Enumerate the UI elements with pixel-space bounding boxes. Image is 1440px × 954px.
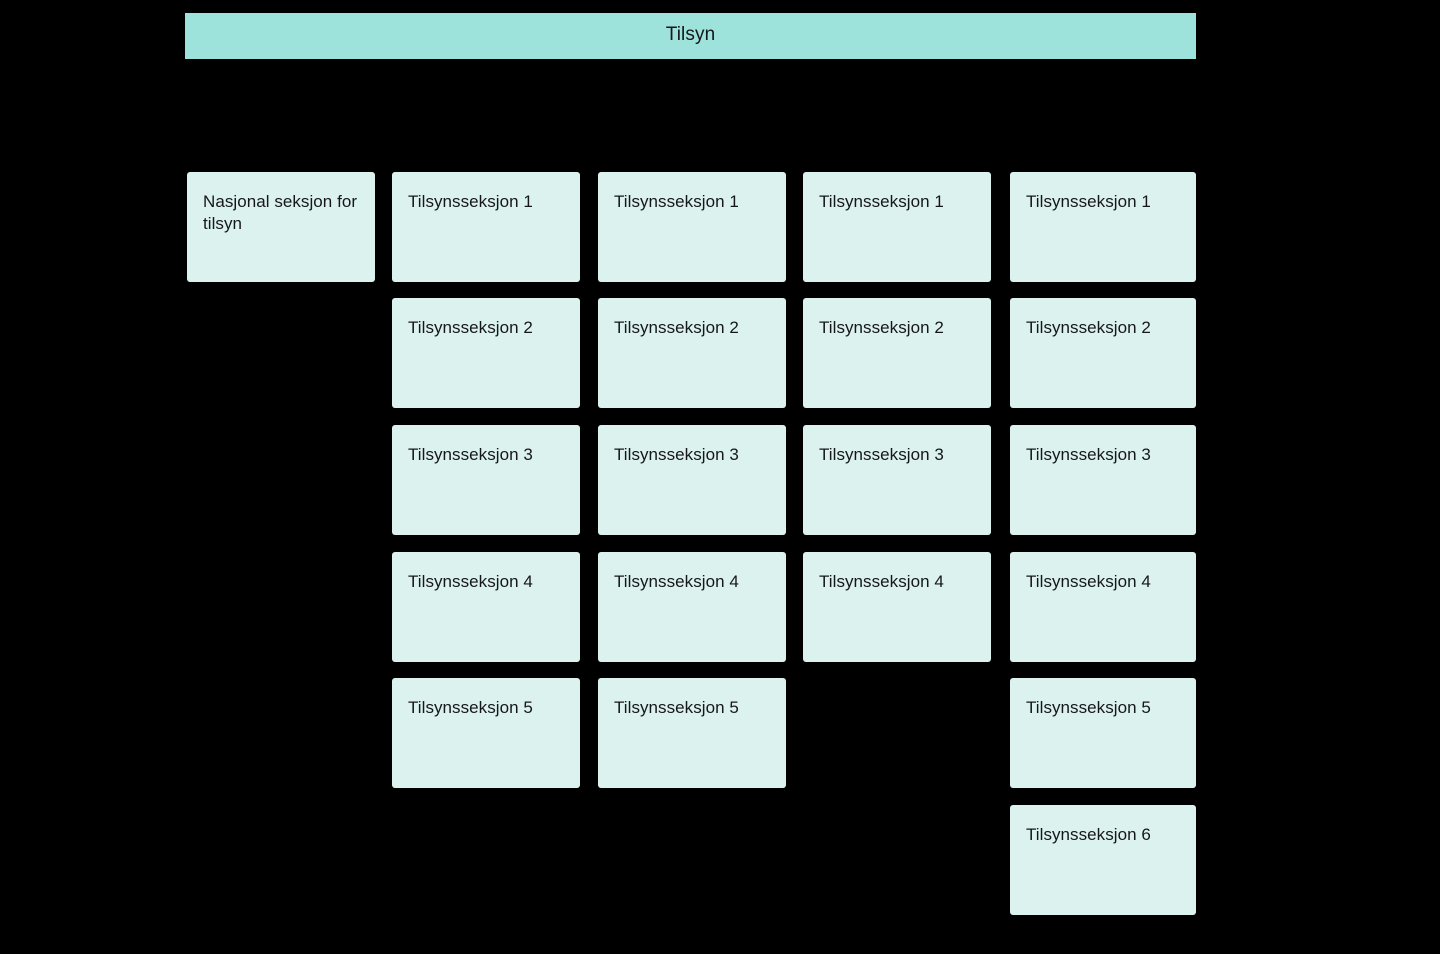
node-tilsynsseksjon-c1-r1[interactable]: Tilsynsseksjon 1 — [392, 172, 580, 282]
node-label: Tilsynsseksjon 1 — [614, 192, 739, 211]
node-label: Tilsynsseksjon 5 — [408, 698, 533, 717]
node-tilsynsseksjon-c1-r5[interactable]: Tilsynsseksjon 5 — [392, 678, 580, 788]
node-tilsynsseksjon-c2-r2[interactable]: Tilsynsseksjon 2 — [598, 298, 786, 408]
banner-tilsyn: Tilsyn — [185, 13, 1196, 59]
node-label: Tilsynsseksjon 4 — [408, 572, 533, 591]
node-tilsynsseksjon-c4-r3[interactable]: Tilsynsseksjon 3 — [1010, 425, 1196, 535]
node-label: Nasjonal seksjon for tilsyn — [203, 192, 358, 233]
node-tilsynsseksjon-c4-r6[interactable]: Tilsynsseksjon 6 — [1010, 805, 1196, 915]
node-label: Tilsynsseksjon 3 — [1026, 445, 1151, 464]
node-tilsynsseksjon-c3-r3[interactable]: Tilsynsseksjon 3 — [803, 425, 991, 535]
node-tilsynsseksjon-c2-r1[interactable]: Tilsynsseksjon 1 — [598, 172, 786, 282]
node-label: Tilsynsseksjon 3 — [408, 445, 533, 464]
node-tilsynsseksjon-c3-r1[interactable]: Tilsynsseksjon 1 — [803, 172, 991, 282]
node-label: Tilsynsseksjon 2 — [408, 318, 533, 337]
node-tilsynsseksjon-c2-r4[interactable]: Tilsynsseksjon 4 — [598, 552, 786, 662]
node-tilsynsseksjon-c1-r2[interactable]: Tilsynsseksjon 2 — [392, 298, 580, 408]
banner-title: Tilsyn — [665, 24, 716, 45]
node-tilsynsseksjon-c3-r2[interactable]: Tilsynsseksjon 2 — [803, 298, 991, 408]
node-label: Tilsynsseksjon 5 — [614, 698, 739, 717]
banner-text-stack: Tilsyn — [666, 13, 716, 59]
node-label: Tilsynsseksjon 5 — [1026, 698, 1151, 717]
node-label: Tilsynsseksjon 3 — [614, 445, 739, 464]
node-tilsynsseksjon-c2-r3[interactable]: Tilsynsseksjon 3 — [598, 425, 786, 535]
node-label: Tilsynsseksjon 1 — [408, 192, 533, 211]
node-tilsynsseksjon-c3-r4[interactable]: Tilsynsseksjon 4 — [803, 552, 991, 662]
node-label: Tilsynsseksjon 2 — [819, 318, 944, 337]
node-tilsynsseksjon-c2-r5[interactable]: Tilsynsseksjon 5 — [598, 678, 786, 788]
node-label: Tilsynsseksjon 6 — [1026, 825, 1151, 844]
node-label: Tilsynsseksjon 4 — [614, 572, 739, 591]
node-tilsynsseksjon-c1-r3[interactable]: Tilsynsseksjon 3 — [392, 425, 580, 535]
node-label: Tilsynsseksjon 1 — [819, 192, 944, 211]
node-label: Tilsynsseksjon 2 — [614, 318, 739, 337]
node-label: Tilsynsseksjon 3 — [819, 445, 944, 464]
node-label: Tilsynsseksjon 4 — [1026, 572, 1151, 591]
node-tilsynsseksjon-c1-r4[interactable]: Tilsynsseksjon 4 — [392, 552, 580, 662]
node-label: Tilsynsseksjon 1 — [1026, 192, 1151, 211]
node-nasjonal-seksjon-for-tilsyn[interactable]: Nasjonal seksjon for tilsyn — [187, 172, 375, 282]
node-label: Tilsynsseksjon 2 — [1026, 318, 1151, 337]
node-tilsynsseksjon-c4-r1[interactable]: Tilsynsseksjon 1 — [1010, 172, 1196, 282]
node-tilsynsseksjon-c4-r4[interactable]: Tilsynsseksjon 4 — [1010, 552, 1196, 662]
node-tilsynsseksjon-c4-r5[interactable]: Tilsynsseksjon 5 — [1010, 678, 1196, 788]
node-tilsynsseksjon-c4-r2[interactable]: Tilsynsseksjon 2 — [1010, 298, 1196, 408]
node-label: Tilsynsseksjon 4 — [819, 572, 944, 591]
